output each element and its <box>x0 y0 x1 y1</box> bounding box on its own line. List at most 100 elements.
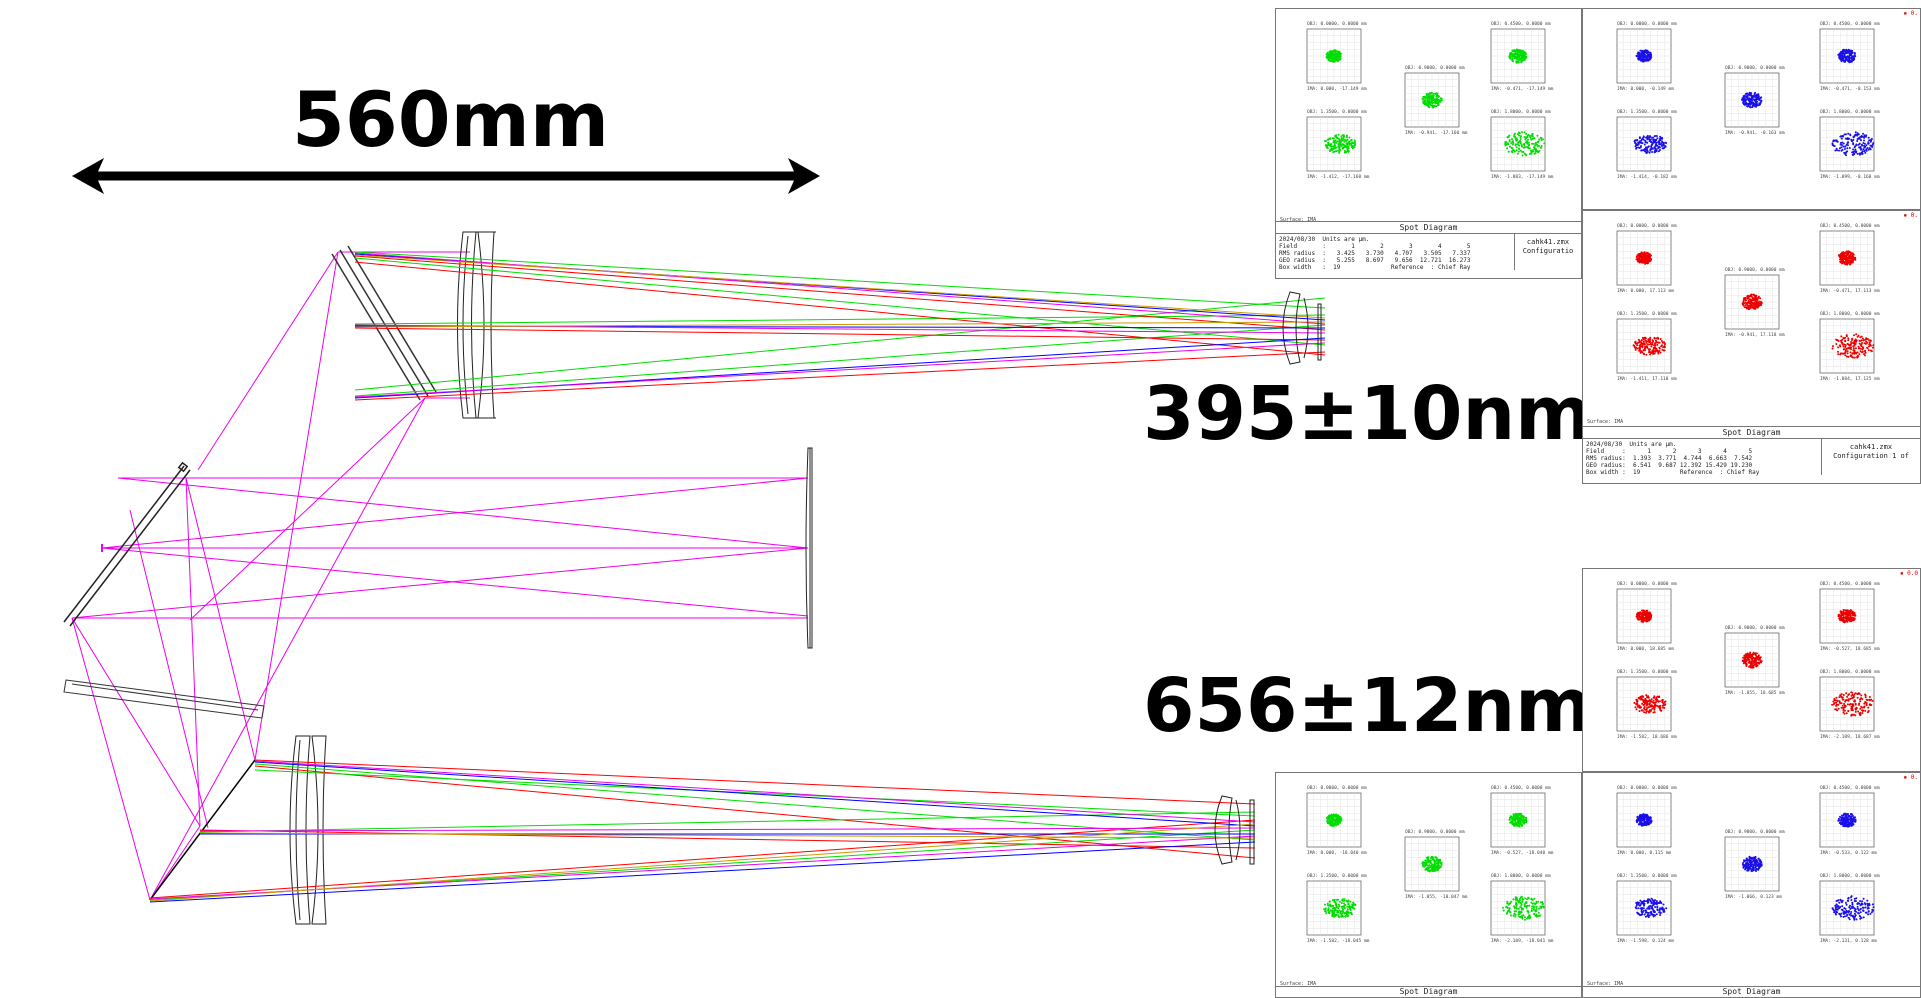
panel-title: Spot Diagram <box>1399 987 1458 996</box>
ima-label: IMA: -1.411, 17.118 mm <box>1617 376 1677 382</box>
spot-field-2: OBJ: 0.9000, 0.0000 mm IMA: -1.055, -18.0… <box>1404 829 1468 900</box>
spot-field-5: OBJ: 1.8000, 0.0000 mm IMA: -2.109, 18.68… <box>1819 669 1880 740</box>
spot-field-5: OBJ: 1.8000, 0.0000 mm IMA: -2.131, 0.128… <box>1819 873 1880 944</box>
ima-label: IMA: -1.899, -0.168 mm <box>1820 174 1880 180</box>
ima-label: IMA: 0.000, -0.149 mm <box>1617 86 1674 92</box>
panel-title: Spot Diagram <box>1722 987 1781 996</box>
ima-label: IMA: -1.412, -17.160 mm <box>1307 174 1370 180</box>
primary-mirror <box>805 447 813 649</box>
panel-footer: Spot Diagram 2024/08/30 Units are µm.Fie… <box>1583 426 1920 483</box>
panel-title: Spot Diagram <box>1583 427 1920 439</box>
ima-label: IMA: -1.055, 18.685 mm <box>1725 690 1785 696</box>
obj-label: OBJ: 0.9000, 0.0000 mm <box>1405 829 1465 835</box>
obj-label: OBJ: 0.9000, 0.0000 mm <box>1725 267 1785 273</box>
corner-marker: ▪ 0. <box>1903 774 1918 781</box>
surface-label: Surface: IMA <box>1280 981 1317 987</box>
lower-field-lens <box>1214 795 1255 865</box>
corner-marker: ▪ 0. <box>1903 212 1918 219</box>
obj-label: OBJ: 0.0000, 0.0000 mm <box>1307 21 1367 27</box>
ima-label: IMA: -0.471, -0.153 mm <box>1820 86 1880 92</box>
upper-lens-group <box>457 231 496 419</box>
obj-label: OBJ: 0.9000, 0.0000 mm <box>1725 65 1785 71</box>
ima-label: IMA: -0.471, -17.149 mm <box>1491 86 1554 92</box>
ima-label: IMA: -1.883, -17.149 mm <box>1491 174 1554 180</box>
obj-label: OBJ: 0.9000, 0.0000 mm <box>1405 65 1465 71</box>
ima-label: IMA: -1.582, -18.045 mm <box>1307 938 1370 944</box>
ima-label: IMA: 0.000, 17.113 mm <box>1617 288 1674 294</box>
panel-footer: Spot Diagram 2024/08/30 Units are µm.Fie… <box>1276 221 1581 278</box>
ima-label: IMA: -1.066, 0.123 mm <box>1725 894 1782 900</box>
spot-field-1: OBJ: 0.0000, 0.0000 mm IMA: 0.000, -18.04… <box>1306 785 1367 856</box>
obj-label: OBJ: 1.3500, 0.0000 mm <box>1307 109 1367 115</box>
spot-field-4: OBJ: 1.3500, 0.0000 mm IMA: -1.412, -17.1… <box>1306 109 1370 180</box>
diagonal-mirror <box>63 461 191 627</box>
obj-label: OBJ: 0.4500, 0.0000 mm <box>1820 223 1880 229</box>
red-band-label: 656±12nm <box>1143 663 1593 749</box>
ima-label: IMA: -2.131, 0.128 mm <box>1820 938 1877 944</box>
obj-label: OBJ: 0.4500, 0.0000 mm <box>1820 785 1880 791</box>
spot-field-1: OBJ: 0.0000, 0.0000 mm IMA: 0.000, 18.685… <box>1616 581 1677 652</box>
obj-label: OBJ: 1.8000, 0.0000 mm <box>1820 669 1880 675</box>
ima-label: IMA: -0.533, 0.122 mm <box>1820 850 1877 856</box>
spot-field-2: OBJ: 0.9000, 0.0000 mm IMA: -0.941, -0.16… <box>1724 65 1785 136</box>
panel-title: Spot Diagram <box>1276 222 1581 234</box>
obj-label: OBJ: 0.0000, 0.0000 mm <box>1617 581 1677 587</box>
ima-label: IMA: -2.109, 18.687 mm <box>1820 734 1880 740</box>
ima-label: IMA: -0.471, 17.113 mm <box>1820 288 1880 294</box>
ima-label: IMA: 0.000, 18.685 mm <box>1617 646 1674 652</box>
spot-panel-red-red: OBJ: 0.0000, 0.0000 mm IMA: 0.000, 18.685… <box>1582 568 1921 772</box>
surface-label: Surface: IMA <box>1280 217 1317 223</box>
spot-field-3: OBJ: 0.4500, 0.0000 mm IMA: -0.527, 18.68… <box>1819 581 1880 652</box>
ima-label: IMA: -0.941, -0.163 mm <box>1725 130 1785 136</box>
blue-band-label: 395±10nm <box>1143 371 1593 457</box>
spot-field-3: OBJ: 0.4500, 0.0000 mm IMA: -0.533, 0.122… <box>1819 785 1880 856</box>
obj-label: OBJ: 1.8000, 0.0000 mm <box>1820 109 1880 115</box>
surface-label: Surface: IMA <box>1587 419 1624 425</box>
corner-marker: ▪ 0.0 <box>1899 570 1918 577</box>
upper-field-lens <box>1282 291 1322 365</box>
dimension-arrow <box>72 158 820 194</box>
ima-label: IMA: 0.000, -18.040 mm <box>1307 850 1367 856</box>
ima-label: IMA: -1.598, 0.124 mm <box>1617 938 1674 944</box>
obj-label: OBJ: 0.0000, 0.0000 mm <box>1617 785 1677 791</box>
filter-plate <box>63 679 265 719</box>
obj-label: OBJ: 0.0000, 0.0000 mm <box>1307 785 1367 791</box>
lower-ray-bundles <box>149 759 1256 903</box>
dimension-label: 560mm <box>292 75 610 164</box>
spot-grid-area: OBJ: 0.0000, 0.0000 mm IMA: 0.000, -18.04… <box>1306 785 1554 944</box>
corner-marker: ▪ 0. <box>1903 10 1918 17</box>
obj-label: OBJ: 0.9000, 0.0000 mm <box>1725 829 1785 835</box>
obj-label: OBJ: 0.4500, 0.0000 mm <box>1820 581 1880 587</box>
panel-stats: 2024/08/30 Units are µm.Field : 1 2 3 4 … <box>1279 236 1471 271</box>
obj-label: OBJ: 1.8000, 0.0000 mm <box>1820 873 1880 879</box>
obj-label: OBJ: 1.3500, 0.0000 mm <box>1307 873 1367 879</box>
spot-field-5: OBJ: 1.8000, 0.0000 mm IMA: -1.899, -0.16… <box>1819 109 1880 180</box>
surface-label: Surface: IMA <box>1587 981 1624 987</box>
spot-panel-red-green: OBJ: 0.0000, 0.0000 mm IMA: 0.000, -18.04… <box>1275 772 1582 998</box>
ima-label: IMA: -0.527, 18.685 mm <box>1820 646 1880 652</box>
panel-stats: 2024/08/30 Units are µm.Field : 1 2 3 4 … <box>1586 441 1760 476</box>
obj-label: OBJ: 1.8000, 0.0000 mm <box>1491 873 1551 879</box>
ima-label: IMA: -1.055, -18.047 mm <box>1405 894 1468 900</box>
